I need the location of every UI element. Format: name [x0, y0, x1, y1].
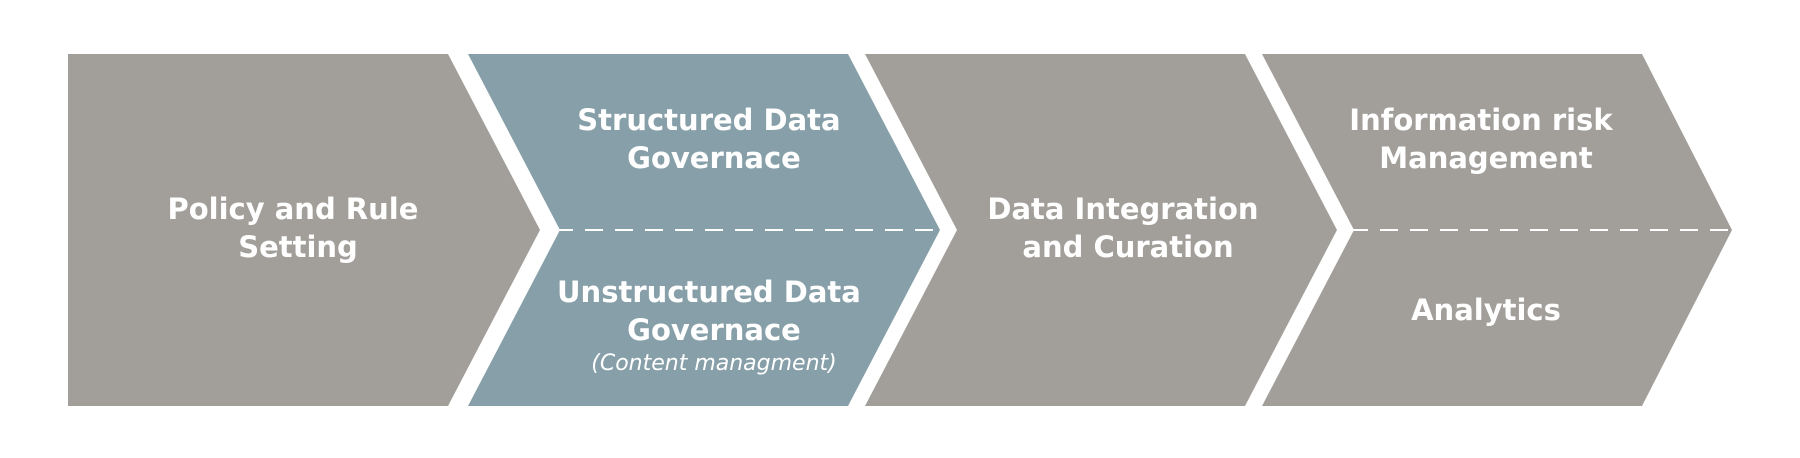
stage-4-top-label: Information risk Management	[1349, 103, 1622, 175]
stage-2-top-label-line-2: Governace	[627, 141, 801, 175]
stage-3-label: Data Integration and Curation	[987, 192, 1268, 264]
stage-2-bottom-label: Unstructured Data Governace	[557, 275, 871, 347]
stage-2-bottom-label-line-1: Unstructured Data	[557, 275, 861, 309]
stage-3-chevron	[865, 54, 1337, 406]
stage-2-top-label: Structured Data Governace	[577, 103, 850, 175]
stage-2-bottom-label-line-2: Governace	[627, 313, 801, 347]
stage-1-label-line-1: Policy and Rule	[167, 192, 418, 226]
stage-2-bottom-note: (Content managment)	[591, 351, 837, 376]
stage-data-governance: Structured Data Governace Unstructured D…	[468, 54, 940, 406]
stage-information-risk-and-analytics: Information risk Management Analytics	[1262, 54, 1732, 406]
stage-2-top-label-line-1: Structured Data	[577, 103, 840, 137]
stage-policy-and-rule-setting: Policy and Rule Setting	[68, 54, 540, 406]
stage-4-chevron	[1262, 54, 1732, 406]
stage-3-label-line-2: and Curation	[1022, 230, 1233, 264]
stage-1-chevron	[68, 54, 540, 406]
stage-1-label: Policy and Rule Setting	[167, 192, 428, 264]
stage-3-label-line-1: Data Integration	[987, 192, 1258, 226]
stage-2-chevron	[468, 54, 940, 406]
stage-4-top-label-line-2: Management	[1379, 141, 1593, 175]
stage-4-bottom-label: Analytics	[1411, 293, 1561, 327]
stage-data-integration-and-curation: Data Integration and Curation	[865, 54, 1337, 406]
stage-4-top-label-line-1: Information risk	[1349, 103, 1613, 137]
stage-1-label-line-2: Setting	[238, 230, 358, 264]
